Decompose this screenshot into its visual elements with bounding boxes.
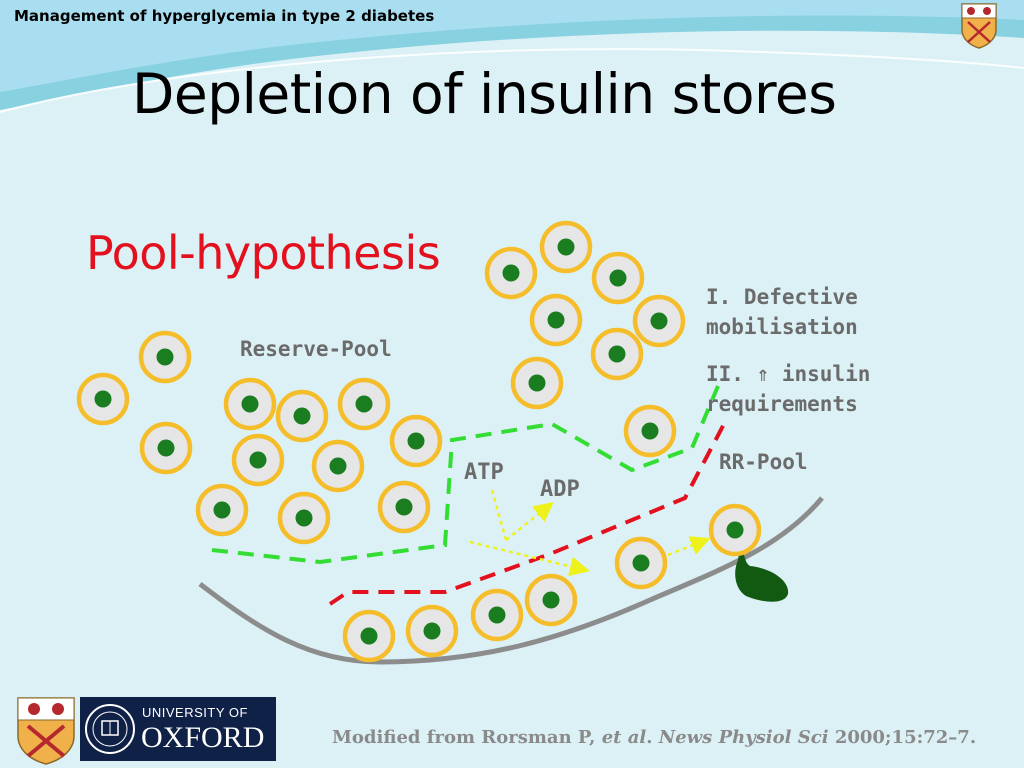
beta-cell-15 bbox=[591, 251, 645, 305]
oxford-seal-icon bbox=[85, 704, 135, 754]
beta-cell-3 bbox=[139, 421, 193, 475]
page-subtitle: Pool-hypothesis bbox=[86, 226, 441, 280]
beta-cell-18 bbox=[590, 327, 644, 381]
header-swoosh-light bbox=[0, 0, 1024, 92]
oxford-logo: UNIVERSITY OF OXFORD bbox=[80, 697, 276, 761]
header-caption: Management of hyperglycemia in type 2 di… bbox=[14, 7, 435, 25]
reserve-pool-label: Reserve-Pool bbox=[240, 337, 392, 361]
insulin-granule bbox=[726, 521, 744, 539]
beta-cell-24 bbox=[524, 573, 578, 627]
beta-cell-22 bbox=[405, 604, 459, 658]
beta-cell-11 bbox=[277, 491, 331, 545]
insulin-granule bbox=[609, 269, 627, 287]
insulin-granule bbox=[241, 395, 259, 413]
insulin-granule bbox=[650, 312, 668, 330]
insulin-granule bbox=[528, 374, 546, 392]
beta-cell-21 bbox=[342, 609, 396, 663]
beta-cell-7 bbox=[337, 377, 391, 431]
insulin-release-blob bbox=[735, 546, 789, 602]
beta-cell-2 bbox=[76, 372, 130, 426]
insulin-granule bbox=[557, 238, 575, 256]
exocytosis-arrow bbox=[667, 536, 711, 557]
adp-label: ADP bbox=[540, 477, 580, 502]
citation-etal: et al bbox=[601, 727, 647, 748]
insulin-granule-cells bbox=[76, 220, 762, 663]
citation: Modified from Rorsman P, et al. News Phy… bbox=[332, 727, 976, 748]
beta-cell-13 bbox=[484, 246, 538, 300]
rr-pool-label: RR-Pool bbox=[719, 450, 808, 474]
beta-cell-16 bbox=[529, 293, 583, 347]
header-decoration bbox=[0, 0, 1024, 113]
insulin-granule bbox=[395, 498, 413, 516]
insulin-granule bbox=[542, 591, 560, 609]
insulin-granule bbox=[632, 554, 650, 572]
insulin-granule bbox=[641, 422, 659, 440]
adp-arrow bbox=[505, 501, 554, 541]
beta-cell-9 bbox=[311, 439, 365, 493]
insulin-granule bbox=[355, 395, 373, 413]
beta-cell-1 bbox=[138, 330, 192, 384]
insulin-granule bbox=[293, 407, 311, 425]
insulin-granule bbox=[249, 451, 267, 469]
page-title: Depletion of insulin stores bbox=[132, 62, 837, 126]
beta-cell-17 bbox=[632, 294, 686, 348]
green-dashed-boundary bbox=[211, 385, 720, 565]
beta-cell-4 bbox=[195, 483, 249, 537]
beta-cell-19 bbox=[510, 356, 564, 410]
beta-cell-5 bbox=[223, 377, 277, 431]
citation-tail: 2000;15:72–7. bbox=[828, 727, 977, 748]
defect-2-line1: II. ⇑ insulin bbox=[706, 362, 871, 386]
defect-2-line2: requirements bbox=[706, 392, 858, 416]
insulin-granule bbox=[488, 606, 506, 624]
defect-1-line2: mobilisation bbox=[706, 315, 858, 339]
insulin-granule bbox=[213, 501, 231, 519]
beta-cell-8 bbox=[231, 433, 285, 487]
insulin-granule bbox=[94, 390, 112, 408]
defect-1-line1: I. Defective bbox=[706, 285, 858, 309]
citation-lead: Modified from Rorsman P, bbox=[332, 727, 602, 748]
beta-cell-26 bbox=[708, 503, 762, 557]
atp-arrow bbox=[490, 489, 508, 541]
beta-cell-6 bbox=[275, 389, 329, 443]
insulin-granule bbox=[547, 311, 565, 329]
citation-journal: News Physiol Sci bbox=[658, 727, 829, 748]
insulin-granule bbox=[502, 264, 520, 282]
mobilisation-arrow bbox=[469, 540, 590, 577]
crest-logo-bottom bbox=[17, 697, 75, 765]
citation-mid: . bbox=[646, 727, 659, 748]
insulin-granule bbox=[156, 348, 174, 366]
crest-logo-top bbox=[961, 3, 997, 49]
beta-cell-23 bbox=[470, 588, 524, 642]
beta-cell-12 bbox=[377, 480, 431, 534]
oxford-logo-big: OXFORD bbox=[141, 721, 265, 754]
insulin-granule bbox=[608, 345, 626, 363]
oxford-logo-small: UNIVERSITY OF bbox=[142, 705, 248, 720]
beta-cell-14 bbox=[539, 220, 593, 274]
red-dashed-boundary bbox=[328, 423, 726, 606]
insulin-granule bbox=[407, 432, 425, 450]
insulin-granule bbox=[157, 439, 175, 457]
header-swoosh-line bbox=[0, 48, 1024, 113]
insulin-granule bbox=[295, 509, 313, 527]
beta-cell-25 bbox=[614, 536, 668, 590]
beta-cell-10 bbox=[389, 414, 443, 468]
insulin-granule bbox=[329, 457, 347, 475]
atp-label: ATP bbox=[464, 460, 504, 485]
beta-cell-20 bbox=[623, 404, 677, 458]
insulin-granule bbox=[360, 627, 378, 645]
insulin-granule bbox=[423, 622, 441, 640]
energy-arrows bbox=[469, 489, 711, 577]
